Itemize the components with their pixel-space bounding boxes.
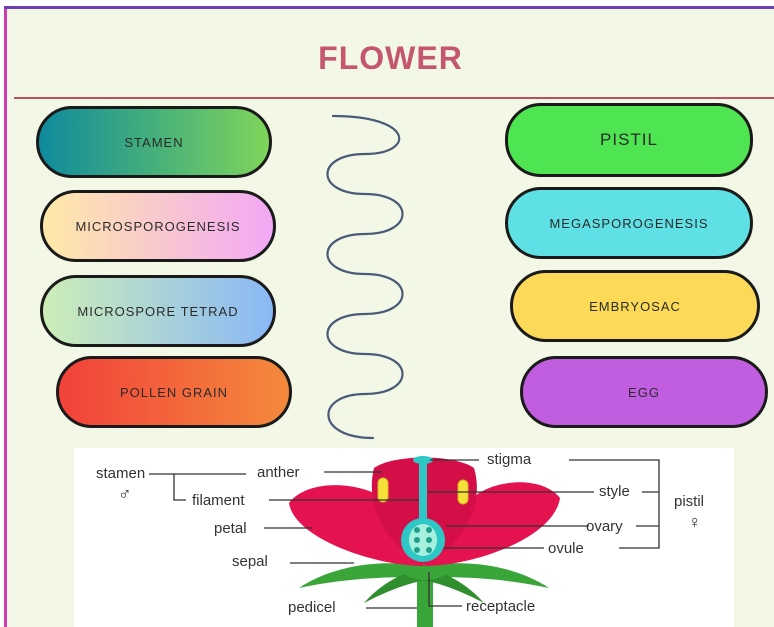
petal-left	[289, 485, 424, 566]
flower-diagram: stamen ♂ anther filament petal sepal ped…	[74, 448, 734, 627]
label-filament: filament	[192, 492, 245, 509]
wavy-line	[326, 114, 404, 440]
sepal-left	[299, 563, 424, 588]
style-shape	[419, 460, 427, 530]
pill-pollen-grain: POLLEN GRAIN	[56, 356, 292, 428]
pill-label: EMBRYOSAC	[589, 298, 681, 314]
pill-embryosac: EMBRYOSAC	[510, 270, 760, 342]
pill-label: MICROSPORE TETRAD	[77, 303, 239, 319]
left-border	[4, 6, 7, 627]
label-petal: petal	[214, 520, 247, 537]
pill-label: MICROSPOROGENESIS	[75, 218, 241, 234]
pill-pistil: PISTIL	[505, 103, 753, 177]
page-title: FLOWER	[318, 40, 463, 76]
top-border	[4, 6, 774, 9]
label-ovule: ovule	[548, 540, 584, 557]
pedicel-stem	[417, 576, 433, 627]
title-divider	[14, 97, 774, 99]
label-stigma: stigma	[487, 451, 532, 468]
pill-egg: EGG	[520, 356, 768, 428]
anther-left	[377, 477, 389, 503]
ovary-inner	[409, 524, 437, 556]
pistil-symbol: ♀	[688, 512, 702, 532]
label-style: style	[599, 483, 630, 500]
label-pedicel: pedicel	[288, 599, 336, 616]
petal-right	[424, 482, 560, 566]
pill-microsporogenesis: MICROSPOROGENESIS	[40, 190, 276, 262]
pill-label: POLLEN GRAIN	[119, 384, 229, 400]
pill-label: STAMEN	[124, 134, 184, 150]
label-sepal: sepal	[232, 553, 268, 570]
ovules	[414, 527, 432, 553]
pill-label: MEGASPOROGENESIS	[549, 215, 709, 231]
label-anther: anther	[257, 464, 300, 481]
label-pistil: pistil	[674, 493, 704, 510]
label-stamen: stamen	[96, 465, 145, 482]
pill-label: EGG	[628, 384, 660, 400]
label-receptacle: receptacle	[466, 598, 535, 615]
pill-megasporogenesis: MEGASPOROGENESIS	[505, 187, 753, 259]
pill-label: PISTIL	[600, 130, 658, 149]
label-ovary: ovary	[586, 518, 623, 535]
stamen-symbol: ♂	[118, 484, 132, 504]
pill-microspore-tetrad: MICROSPORE TETRAD	[40, 275, 276, 347]
pill-stamen: STAMEN	[36, 106, 272, 178]
stamen-bracket	[149, 473, 186, 501]
flower-illustration: stamen ♂ anther filament petal sepal ped…	[96, 451, 704, 627]
sepal-right	[424, 563, 549, 588]
